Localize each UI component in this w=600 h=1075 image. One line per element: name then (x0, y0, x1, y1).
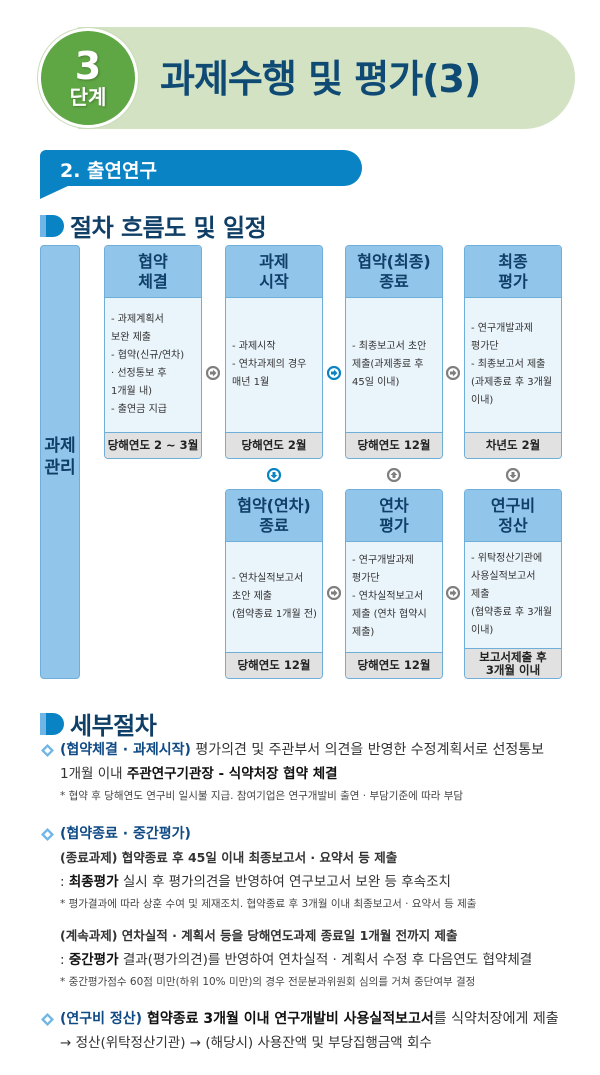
card-period: 당해연도 12월 (346, 432, 442, 458)
detail-subtitle: (계속과제) 연차실적 · 계획서 등을 당해연도과제 종료일 1개월 전까지 … (60, 928, 458, 943)
detail-bullet: (협약종료 · 중간평가) (40, 822, 590, 846)
card-period: 당해연도 2 ~ 3월 (105, 432, 201, 458)
diamond-bullet-icon (40, 822, 54, 846)
card-item: - 연차실적보고서 제출 (연차 협약시 제출) (352, 591, 427, 638)
arrow-right-icon (446, 366, 460, 380)
flow-card-annual-contract-end: 협약(연차) 종료 - 연차실적보고서 초안 제출 (협약종료 1개월 전) 당… (225, 489, 323, 679)
detail-text: 실시 후 평가의견을 반영하여 연구보고서 보완 등 후속조치 (118, 874, 451, 890)
detail-text: 평가의견 및 주관부서 의견을 반영한 수정계획서로 선정통보 (190, 742, 545, 758)
step-number: 3 (74, 44, 102, 88)
flow-card-annual-evaluation: 연차 평가 - 연구개발과제 평가단 - 연차실적보고서 제출 (연차 협약시 … (345, 489, 443, 679)
side-label-bar: 과제 관리 (40, 245, 80, 679)
card-title: 연차 평가 (346, 490, 442, 542)
arrow-down-icon (267, 468, 281, 482)
arrow-right-icon (446, 586, 460, 600)
card-item: - 과제계획서 보완 제출 (111, 314, 164, 343)
card-item: - 최종보고서 초안 제출(과제종료 후 45일 이내) (352, 341, 427, 388)
card-item: - 과제시작 (232, 341, 276, 352)
detail-label: (협약종료 · 중간평가) (60, 826, 191, 842)
card-title: 협약 체결 (105, 246, 201, 298)
card-title: 과제 시작 (226, 246, 322, 298)
arrow-right-icon (327, 366, 341, 380)
card-item: - 연구개발과제 평가단 (352, 555, 414, 584)
detail-text: 를 식약처장에게 제출 (433, 1011, 559, 1027)
flow-heading: 절차 흐름도 및 일정 (40, 208, 267, 243)
card-body: - 연구개발과제 평가단 - 연차실적보고서 제출 (연차 협약시 제출) (346, 542, 442, 652)
card-title: 최종 평가 (465, 246, 561, 298)
detail-bold-text: 주관연구기관장 - 식약처장 협약 체결 (126, 766, 338, 782)
detail-budget-settlement: (연구비 정산) 협약종료 3개월 이내 연구개발비 사용실적보고서를 식약처장… (40, 1007, 590, 1055)
detail-label: (협약체결 · 과제시작) (60, 742, 191, 758)
card-title: 협약(연차) 종료 (226, 490, 322, 542)
card-item: - 위탁정산기관에 사용실적보고서 제출 (협약종료 후 3개월 이내) (471, 553, 553, 636)
section-tag-tail (40, 185, 70, 199)
card-period: 보고서제출 후 3개월 이내 (465, 648, 561, 678)
diamond-bullet-icon (40, 738, 54, 762)
card-item: - 협약(신규/연차) · 선정통보 후 1개월 내) (111, 350, 185, 397)
card-body: - 최종보고서 초안 제출(과제종료 후 45일 이내) (346, 298, 442, 432)
detail-note: * 협약 후 당해연도 연구비 일시불 지급. 참여기업은 연구개발비 출연 ·… (60, 790, 464, 802)
card-item: - 연차과제의 경우 매년 1월 (232, 359, 307, 388)
detail-line: : 중간평가 결과(평가의견)를 반영하여 연차실적 · 계획서 수정 후 다음… (60, 952, 533, 968)
card-body: - 과제시작 - 연차과제의 경우 매년 1월 (226, 298, 322, 432)
page-title: 과제수행 및 평가(3) (160, 57, 481, 101)
card-period: 당해연도 12월 (346, 652, 442, 678)
side-label: 과제 관리 (44, 436, 76, 478)
flow-card-final-evaluation: 최종 평가 - 연구개발과제 평가단 - 최종보고서 제출 (과제종료 후 3개… (464, 245, 562, 459)
card-item: - 출연금 지급 (111, 404, 167, 415)
section-tag (40, 150, 362, 186)
card-period: 차년도 2월 (465, 432, 561, 458)
detail-line: : 최종평가 실시 후 평가의견을 반영하여 연구보고서 보완 등 후속조치 (60, 874, 451, 890)
detail-text: 결과(평가의견)를 반영하여 연차실적 · 계획서 수정 후 다음연도 협약체결 (118, 952, 533, 968)
detail-line: → 정산(위탁정산기관) → (해당시) 사용잔액 및 부당집행금액 회수 (60, 1035, 432, 1051)
flow-card-final-contract-end: 협약(최종) 종료 - 최종보고서 초안 제출(과제종료 후 45일 이내) 당… (345, 245, 443, 459)
detail-note: * 중간평가점수 60점 미만(하위 10% 미만)의 경우 전문분과위원회 심… (60, 976, 476, 988)
card-body: - 위탁정산기관에 사용실적보고서 제출 (협약종료 후 3개월 이내) (465, 542, 561, 648)
section-tag-label: 2. 출연연구 (60, 160, 157, 182)
card-title: 연구비 정산 (465, 490, 561, 542)
arrow-right-icon (327, 586, 341, 600)
diamond-bullet-icon (40, 1007, 54, 1031)
heading-marker-icon (40, 712, 64, 735)
header-banner (78, 27, 575, 129)
detail-bold-text: 중간평가 (68, 952, 119, 968)
card-period: 당해연도 2월 (226, 432, 322, 458)
card-body: - 연차실적보고서 초안 제출 (협약종료 1개월 전) (226, 542, 322, 652)
detail-contract-start: (협약체결 · 과제시작) 평가의견 및 주관부서 의견을 반영한 수정계획서로… (40, 738, 590, 806)
flow-heading-text: 절차 흐름도 및 일정 (70, 214, 267, 242)
detail-contract-end-interim: (협약종료 · 중간평가) (종료과제) 협약종료 후 45일 이내 최종보고서… (40, 822, 590, 992)
card-item: - 최종보고서 제출 (과제종료 후 3개월 이내) (471, 359, 553, 406)
card-body: - 연구개발과제 평가단 - 최종보고서 제출 (과제종료 후 3개월 이내) (465, 298, 561, 432)
detail-bold-text: 최종평가 (68, 874, 119, 890)
flow-card-contract: 협약 체결 - 과제계획서 보완 제출 - 협약(신규/연차) · 선정통보 후… (104, 245, 202, 459)
card-body: - 과제계획서 보완 제출 - 협약(신규/연차) · 선정통보 후 1개월 내… (105, 298, 201, 432)
heading-marker-icon (40, 214, 64, 237)
arrow-down-icon (506, 468, 520, 482)
detail-line: 1개월 이내 주관연구기관장 - 식약처장 협약 체결 (40, 762, 590, 786)
detail-note: * 평가결과에 따라 상훈 수여 및 제재조치. 협약종료 후 3개월 이내 최… (60, 898, 477, 910)
flow-card-project-start: 과제 시작 - 과제시작 - 연차과제의 경우 매년 1월 당해연도 2월 (225, 245, 323, 459)
flow-card-budget-settlement: 연구비 정산 - 위탁정산기관에 사용실적보고서 제출 (협약종료 후 3개월 … (464, 489, 562, 679)
detail-bold-text: 협약종료 3개월 이내 연구개발비 사용실적보고서 (142, 1011, 434, 1027)
card-period: 당해연도 12월 (226, 652, 322, 678)
arrow-right-icon (206, 366, 220, 380)
card-item: - 연차실적보고서 초안 제출 (협약종료 1개월 전) (232, 573, 317, 620)
step-badge: 3 단계 (38, 28, 138, 128)
details-heading-text: 세부절차 (70, 712, 157, 740)
detail-subtitle: (종료과제) 협약종료 후 45일 이내 최종보고서 · 요약서 등 제출 (60, 850, 398, 865)
card-title: 협약(최종) 종료 (346, 246, 442, 298)
detail-label: (연구비 정산) (60, 1011, 143, 1027)
details-heading: 세부절차 (40, 706, 157, 741)
detail-text: 1개월 이내 (60, 766, 127, 782)
detail-bullet: (협약체결 · 과제시작) 평가의견 및 주관부서 의견을 반영한 수정계획서로… (40, 738, 590, 762)
arrow-up-icon (387, 468, 401, 482)
step-label: 단계 (69, 85, 107, 109)
card-item: - 연구개발과제 평가단 (471, 323, 533, 352)
detail-bullet: (연구비 정산) 협약종료 3개월 이내 연구개발비 사용실적보고서를 식약처장… (40, 1007, 590, 1031)
